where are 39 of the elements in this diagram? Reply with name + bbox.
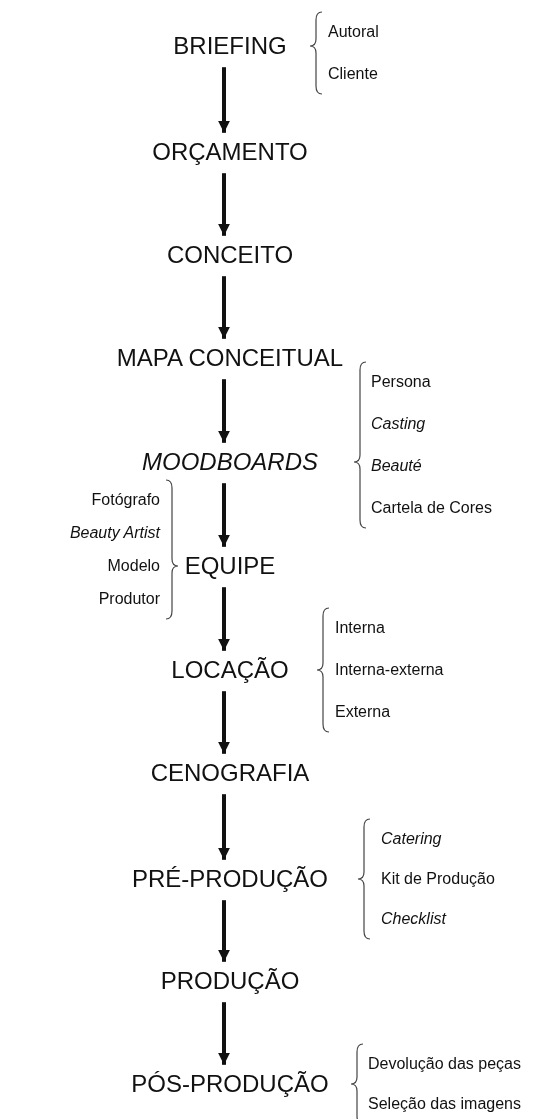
list-item: Modelo xyxy=(107,557,160,575)
arrow xyxy=(218,276,230,339)
list-item: Interna xyxy=(335,619,385,637)
list-item: Casting xyxy=(371,415,426,433)
stage-label: PRÉ-PRODUÇÃO xyxy=(132,865,328,893)
list-item: Autoral xyxy=(328,23,379,41)
arrow xyxy=(218,1002,230,1065)
stage-label: ORÇAMENTO xyxy=(152,138,308,166)
arrow xyxy=(218,173,230,236)
arrow xyxy=(218,379,230,443)
list-item: Beauté xyxy=(371,457,422,475)
list-item: Cliente xyxy=(328,65,378,83)
stage-label: LOCAÇÃO xyxy=(171,656,289,684)
stage-label: MAPA CONCEITUAL xyxy=(116,344,344,372)
arrow xyxy=(218,483,230,547)
arrow xyxy=(218,691,230,754)
stage-label: CENOGRAFIA xyxy=(150,759,310,787)
list-item: Interna-externa xyxy=(335,661,444,679)
stage-label: BRIEFING xyxy=(173,32,287,60)
stage-label: CONCEITO xyxy=(166,241,294,269)
list-item: Externa xyxy=(335,703,391,721)
stage-label: MOODBOARDS xyxy=(142,448,318,476)
arrow xyxy=(218,587,230,651)
stage-label: PRODUÇÃO xyxy=(160,967,300,995)
list-item: Catering xyxy=(381,830,442,848)
stage-label: EQUIPE xyxy=(184,552,276,580)
list-item: Persona xyxy=(371,373,431,391)
list-item: Fotógrafo xyxy=(91,491,160,509)
arrow xyxy=(218,67,230,133)
list-item: Kit de Produção xyxy=(381,870,495,888)
list-item: Beauty Artist xyxy=(69,524,160,542)
arrow xyxy=(218,900,230,962)
arrow xyxy=(218,794,230,860)
list-item: Seleção das imagens xyxy=(368,1095,521,1113)
list-item: Cartela de Cores xyxy=(371,499,492,517)
list-item: Produtor xyxy=(98,590,160,608)
list-item: Checklist xyxy=(381,910,446,928)
list-item: Devolução das peças xyxy=(368,1055,521,1073)
stage-label: PÓS-PRODUÇÃO xyxy=(131,1070,329,1098)
